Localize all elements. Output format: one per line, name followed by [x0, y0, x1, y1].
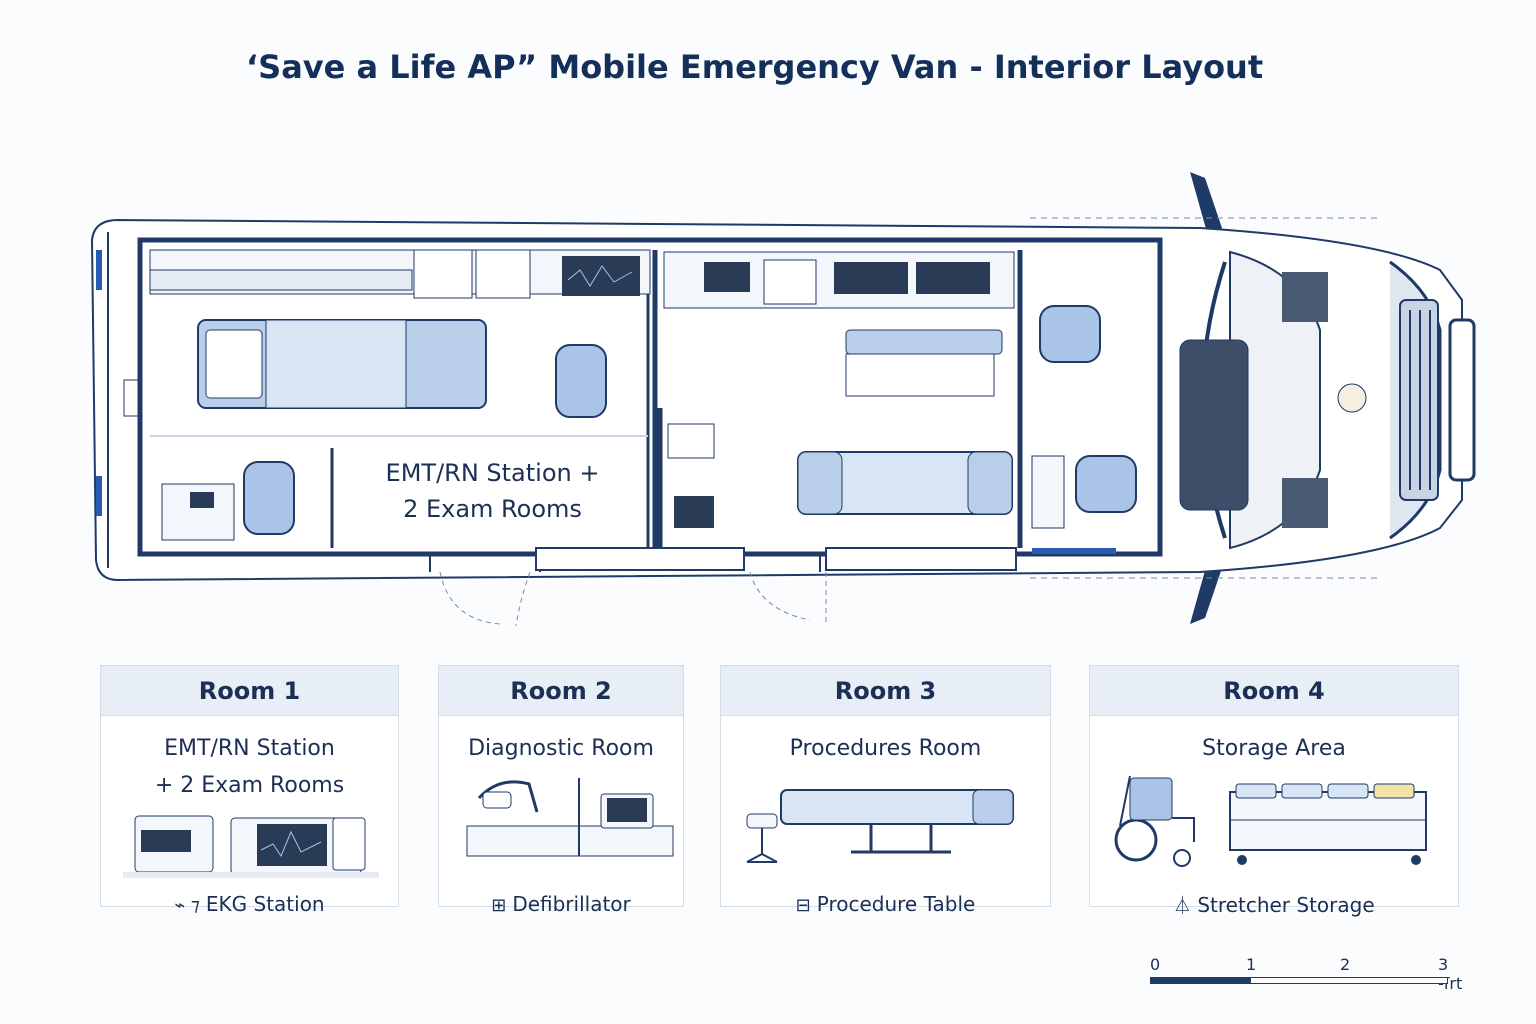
van-zone-label-line1: EMT/RN Station + [385, 459, 600, 487]
room-1-feature-label: EKG Station [205, 892, 325, 916]
room-3-feature-label: Procedure Table [816, 892, 976, 916]
scale-segment-light [1250, 977, 1448, 984]
room-3-heading: Room 3 [721, 666, 1050, 716]
van-floor-plan [90, 172, 1476, 627]
van-zone-label: EMT/RN Station + 2 Exam Rooms [340, 455, 645, 527]
van-zone-label-line2: 2 Exam Rooms [403, 495, 582, 523]
room-1-subtitle-line1: EMT/RN Station [164, 736, 335, 761]
ekg-station-illustration [123, 815, 379, 878]
room-3-feature: ⊟Procedure Table [721, 892, 1050, 916]
page-title: ‘Save a Life AP” Mobile Emergency Van - … [246, 48, 1264, 86]
mirror-top [1190, 172, 1222, 236]
room-1-subtitle: EMT/RN Station + 2 Exam Rooms [101, 730, 398, 804]
procedure-table-icon: ⊟ [795, 895, 811, 916]
room-3-subtitle-line1: Procedures Room [789, 736, 982, 761]
room-card-2: Room 2 Diagnostic Room ⊞Defibrillator [438, 665, 684, 916]
mirror-bottom [1190, 560, 1222, 624]
scale-tick-2: 2 [1340, 955, 1351, 974]
room-2-heading: Room 2 [439, 666, 683, 716]
room-card-3: Room 3 Procedures Room ⊟Procedure Table [720, 665, 1051, 916]
room-4-feature: ⏃Stretcher Storage [1090, 892, 1458, 918]
defibrillator-icon: ⊞ [491, 895, 507, 916]
procedures-room-illustration [746, 789, 1014, 863]
room-1-feature: ⌁ ⁊EKG Station [101, 892, 398, 916]
diagnostic-room-illustration [466, 778, 674, 857]
scale-bar: 0 1 2 3 -ſrt [1150, 955, 1462, 995]
room-card-4: Room 4 Storage Area ⏃Stretcher Storage [1089, 665, 1459, 917]
scale-tick-3: 3 -ſrt [1438, 955, 1463, 993]
chair-room1-b [243, 461, 295, 535]
scale-tick-1: 1 [1246, 955, 1257, 974]
ekg-icon: ⌁ ⁊ [174, 895, 200, 916]
room-2-subtitle: Diagnostic Room [439, 730, 683, 767]
room-4-subtitle: Storage Area [1090, 730, 1458, 767]
scale-tick-0: 0 [1150, 955, 1161, 974]
scale-segment-dark [1150, 977, 1250, 984]
room-card-1: Room 1 EMT/RN Station + 2 Exam Rooms ⌁ ⁊… [100, 665, 399, 916]
room-3-subtitle: Procedures Room [721, 730, 1050, 767]
room-1-subtitle-line2: + 2 Exam Rooms [154, 773, 345, 798]
room-2-feature: ⊞Defibrillator [439, 892, 683, 916]
room-2-feature-label: Defibrillator [512, 892, 631, 916]
room-2-subtitle-line1: Diagnostic Room [468, 736, 654, 761]
storage-area-illustration [1114, 775, 1427, 867]
stretcher-icon: ⏃ [1173, 896, 1192, 917]
room-1-heading: Room 1 [101, 666, 398, 716]
room-4-subtitle-line1: Storage Area [1202, 736, 1346, 761]
chair-room1-a [555, 344, 607, 418]
room-4-heading: Room 4 [1090, 666, 1458, 716]
room-4-feature-label: Stretcher Storage [1197, 893, 1375, 917]
